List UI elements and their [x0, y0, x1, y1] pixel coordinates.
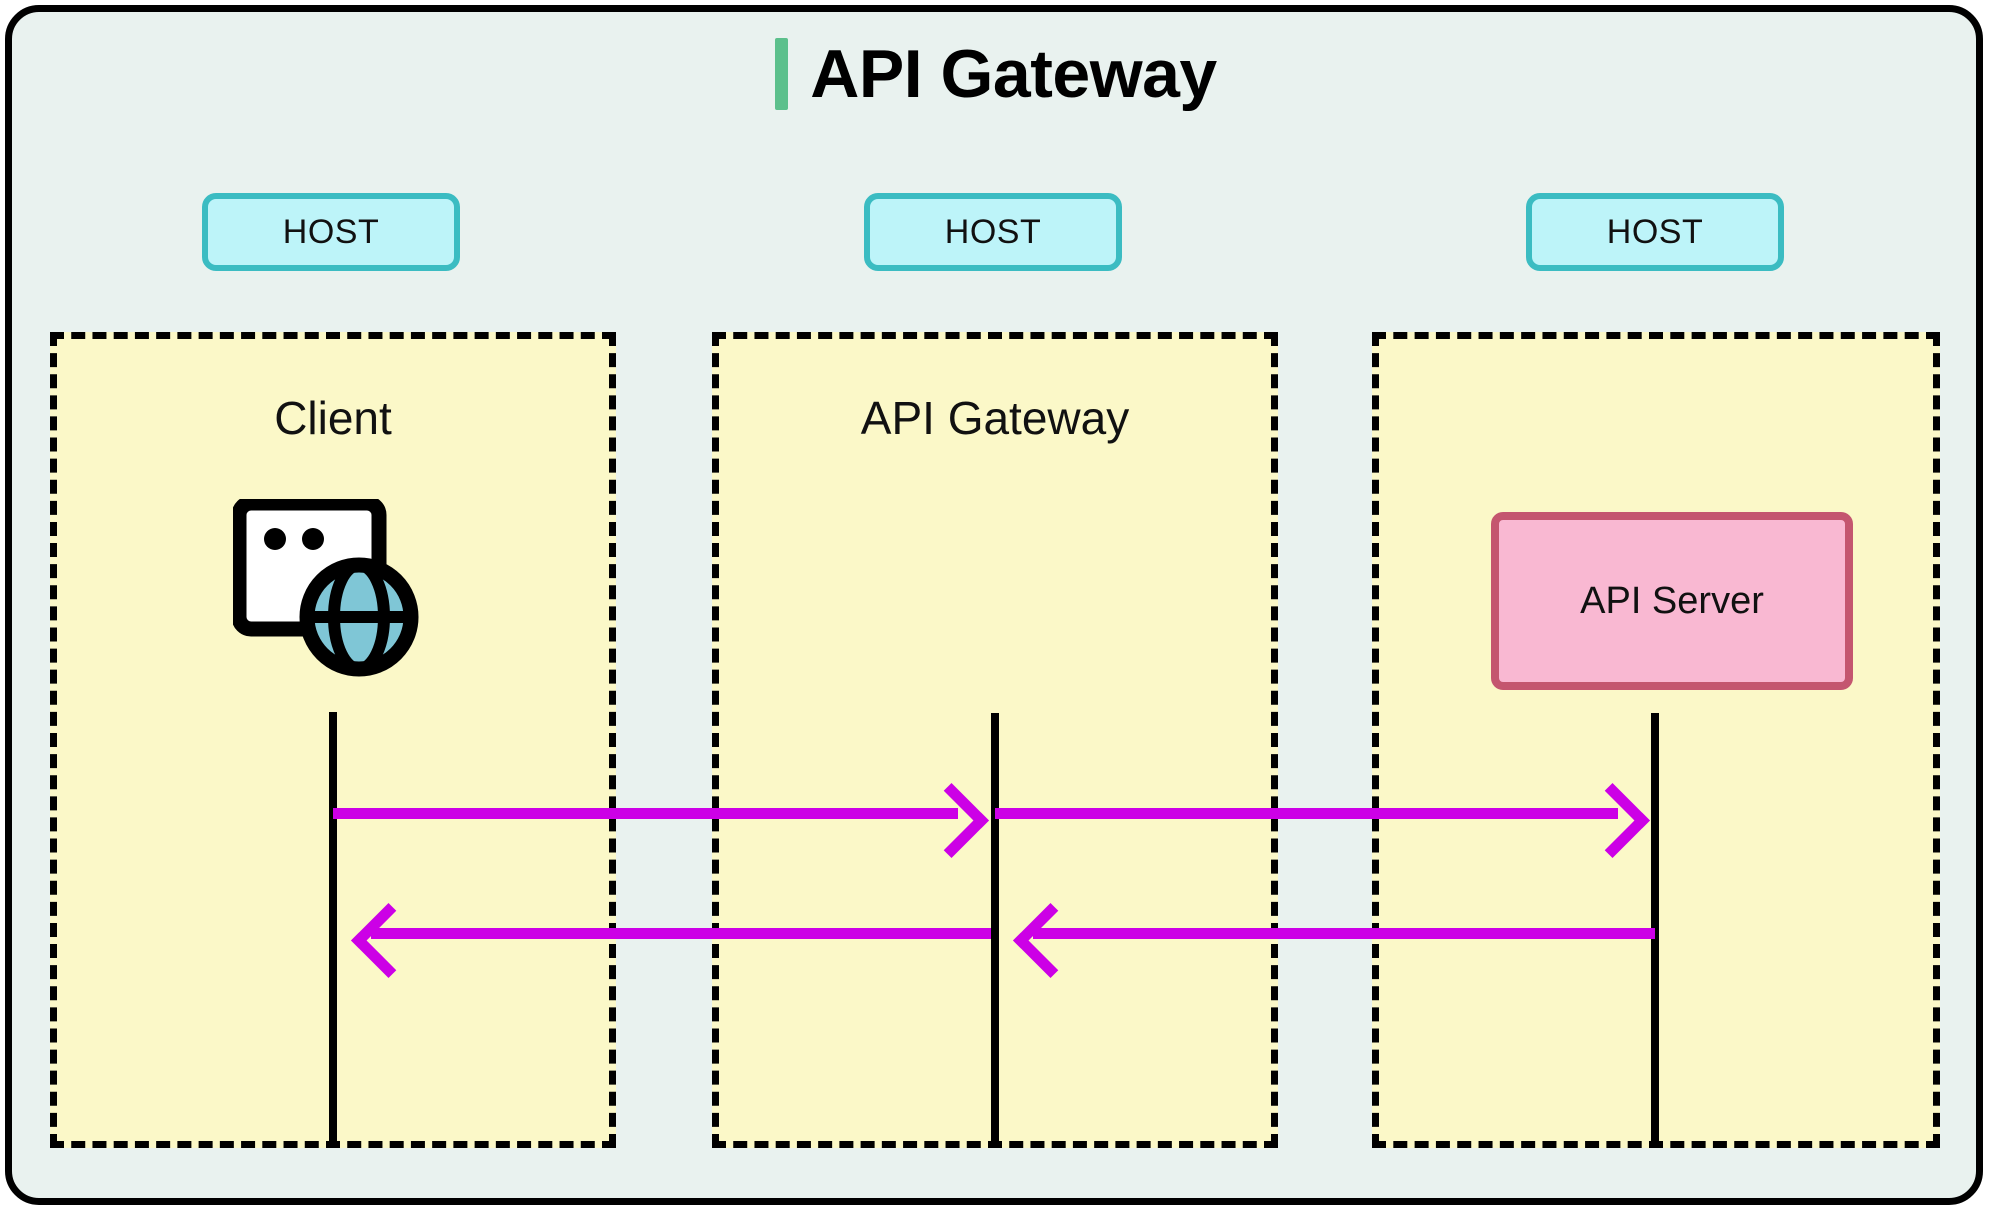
- host-box-label: API Gateway: [860, 392, 1130, 444]
- message-arrow-client-to-gateway: [333, 808, 958, 819]
- message-arrow-server-to-gateway: [1033, 928, 1655, 939]
- diagram-title: API Gateway: [0, 38, 1992, 110]
- host-badge-label: HOST: [1606, 212, 1704, 251]
- host-badge-2[interactable]: HOST: [864, 193, 1122, 271]
- host-badge-1[interactable]: HOST: [202, 193, 460, 271]
- message-arrow-gateway-to-server: [995, 808, 1618, 819]
- host-badge-label: HOST: [282, 212, 380, 251]
- lifeline-server: [1651, 713, 1659, 1148]
- lifeline-gateway: [991, 713, 999, 1148]
- host-box-label: Client: [274, 392, 392, 444]
- host-badge-label: HOST: [944, 212, 1042, 251]
- title-text: API Gateway: [810, 36, 1217, 112]
- api-server-label: API Server: [1580, 579, 1764, 622]
- title-accent-bar: [775, 38, 789, 110]
- message-arrow-gateway-to-client: [371, 928, 991, 939]
- browser-globe-icon: [231, 495, 433, 681]
- host-badge-3[interactable]: HOST: [1526, 193, 1784, 271]
- api-server-node[interactable]: API Server: [1491, 512, 1853, 690]
- lifeline-client: [329, 712, 337, 1148]
